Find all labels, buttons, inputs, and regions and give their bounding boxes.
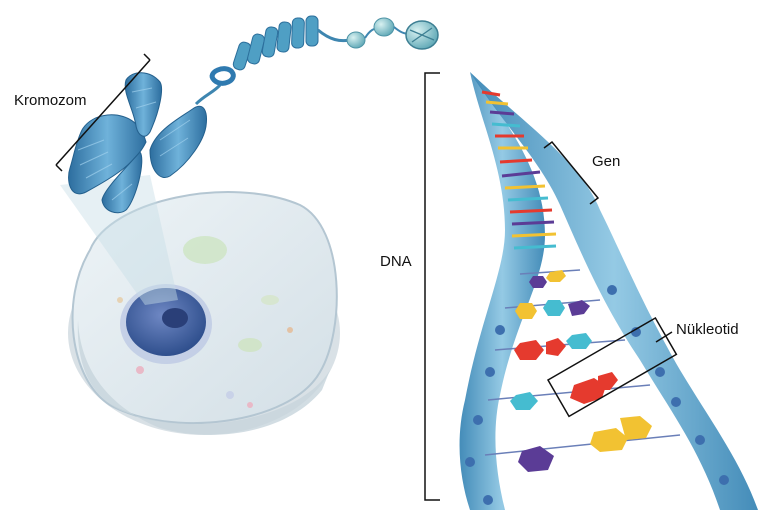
- base-purple: [529, 276, 547, 288]
- chromosome: [68, 72, 207, 214]
- chromosome-bracket: [55, 53, 151, 172]
- base-purple: [518, 446, 554, 472]
- chromatin-coil: [194, 15, 439, 106]
- nucleosome-beads: [346, 17, 439, 50]
- lower-base-pairs: [484, 269, 681, 472]
- brackets: [55, 53, 678, 501]
- gene-label: Gen: [592, 153, 620, 170]
- dna-helix: [459, 72, 758, 510]
- base-cyan: [543, 300, 565, 316]
- upper-base-pairs: [481, 90, 557, 250]
- base-cyan: [510, 392, 538, 410]
- zoom-cone: [60, 175, 178, 305]
- base-red: [514, 340, 544, 360]
- phosphate-groups: [465, 285, 729, 505]
- base-yellow: [546, 270, 566, 282]
- left-strand: [459, 72, 545, 510]
- dna-bracket: [424, 72, 440, 501]
- dna-label: DNA: [380, 253, 412, 270]
- nucleotide-leader: [655, 331, 673, 343]
- base-red: [570, 378, 606, 404]
- base-red: [546, 338, 566, 356]
- base-purple: [568, 300, 590, 316]
- base-yellow: [515, 303, 537, 319]
- base-red: [598, 372, 618, 390]
- nucleus: [120, 284, 212, 364]
- cell: [68, 191, 340, 435]
- nucleotide-label: Nükleotid: [676, 321, 739, 338]
- base-cyan: [566, 333, 592, 349]
- base-yellow: [620, 416, 652, 440]
- chromosome-label: Kromozom: [14, 92, 87, 109]
- golgi: [183, 236, 227, 264]
- gene-bracket: [543, 140, 600, 205]
- base-yellow: [590, 428, 628, 452]
